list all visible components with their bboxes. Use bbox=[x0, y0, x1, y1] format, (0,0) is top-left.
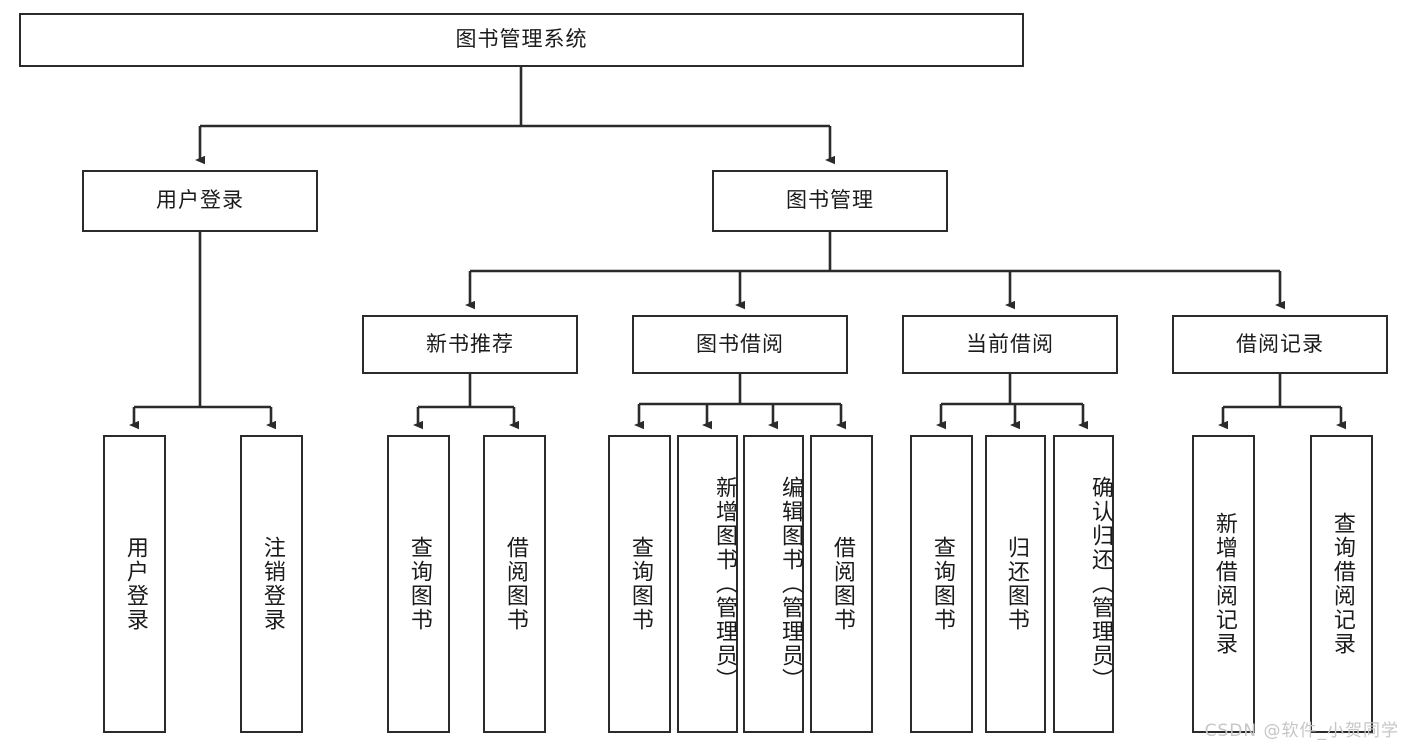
node-book-borrow[interactable]: 图书借阅 bbox=[632, 315, 848, 374]
node-leaf-user-login[interactable]: 用户登录 bbox=[103, 435, 166, 733]
node-leaf-borrow-book-b-label: 借阅图书 bbox=[829, 536, 855, 632]
node-user-login-label: 用户登录 bbox=[156, 188, 244, 213]
node-leaf-confirm-return-label: 确认归还（管理员） bbox=[1088, 476, 1113, 692]
node-leaf-query-record-label: 查询借阅记录 bbox=[1329, 512, 1355, 656]
node-leaf-query-book-b[interactable]: 查询图书 bbox=[608, 435, 671, 733]
node-leaf-add-book-label: 新增图书（管理员） bbox=[712, 476, 737, 692]
node-root[interactable]: 图书管理系统 bbox=[19, 13, 1024, 67]
node-leaf-return-book-label: 归还图书 bbox=[1003, 536, 1029, 632]
node-book-manage[interactable]: 图书管理 bbox=[712, 170, 948, 232]
node-leaf-logout-login-label: 注销登录 bbox=[259, 536, 285, 632]
node-book-borrow-label: 图书借阅 bbox=[696, 331, 784, 356]
node-leaf-borrow-book-b[interactable]: 借阅图书 bbox=[810, 435, 873, 733]
node-leaf-query-book-a[interactable]: 查询图书 bbox=[387, 435, 450, 733]
node-book-manage-label: 图书管理 bbox=[786, 188, 874, 213]
node-leaf-add-record[interactable]: 新增借阅记录 bbox=[1192, 435, 1255, 733]
node-leaf-query-book-b-label: 查询图书 bbox=[627, 536, 653, 632]
node-leaf-query-book-c-label: 查询图书 bbox=[929, 536, 955, 632]
node-leaf-query-record[interactable]: 查询借阅记录 bbox=[1310, 435, 1373, 733]
node-leaf-user-login-label: 用户登录 bbox=[122, 536, 148, 632]
node-borrow-record-label: 借阅记录 bbox=[1236, 331, 1324, 356]
node-new-book-recommend-label: 新书推荐 bbox=[426, 331, 514, 356]
node-current-borrow-label: 当前借阅 bbox=[966, 331, 1054, 356]
node-leaf-query-book-a-label: 查询图书 bbox=[406, 536, 432, 632]
node-borrow-record[interactable]: 借阅记录 bbox=[1172, 315, 1388, 374]
watermark: CSDN @软件_小贺同学 bbox=[1204, 721, 1399, 741]
node-leaf-borrow-book-a-label: 借阅图书 bbox=[502, 536, 528, 632]
node-leaf-add-book[interactable]: 新增图书（管理员） bbox=[677, 435, 738, 733]
node-user-login[interactable]: 用户登录 bbox=[82, 170, 318, 232]
node-leaf-logout-login[interactable]: 注销登录 bbox=[240, 435, 303, 733]
node-leaf-confirm-return[interactable]: 确认归还（管理员） bbox=[1053, 435, 1114, 733]
node-leaf-edit-book-label: 编辑图书（管理员） bbox=[778, 476, 803, 692]
node-leaf-edit-book[interactable]: 编辑图书（管理员） bbox=[743, 435, 804, 733]
node-new-book-recommend[interactable]: 新书推荐 bbox=[362, 315, 578, 374]
node-current-borrow[interactable]: 当前借阅 bbox=[902, 315, 1118, 374]
node-leaf-borrow-book-a[interactable]: 借阅图书 bbox=[483, 435, 546, 733]
node-leaf-query-book-c[interactable]: 查询图书 bbox=[910, 435, 973, 733]
node-leaf-return-book[interactable]: 归还图书 bbox=[985, 435, 1046, 733]
node-root-label: 图书管理系统 bbox=[455, 27, 588, 52]
node-leaf-add-record-label: 新增借阅记录 bbox=[1211, 512, 1237, 656]
